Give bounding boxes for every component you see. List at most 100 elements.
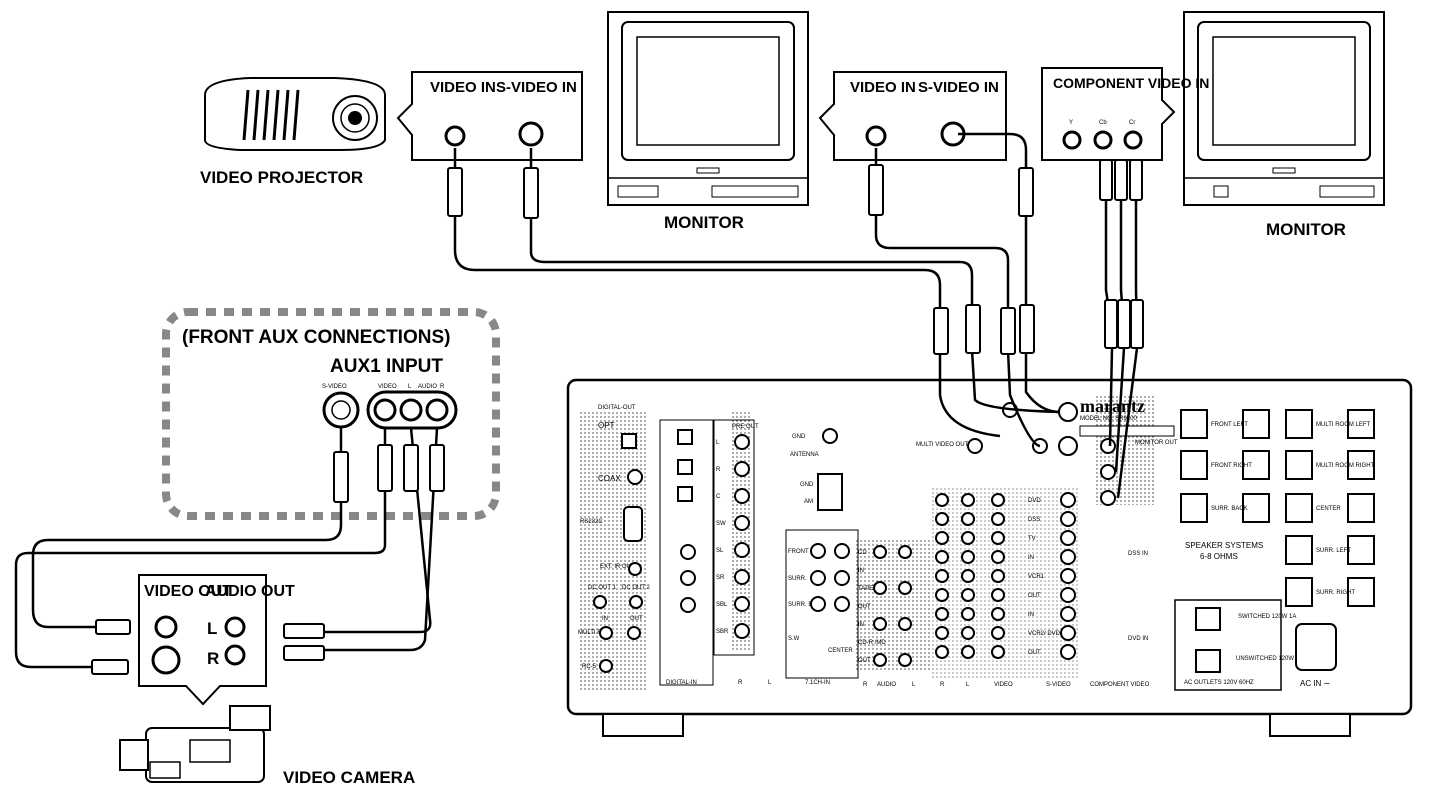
video-jack-2-1[interactable] (961, 531, 975, 545)
pre-out-c-jack[interactable] (734, 488, 750, 504)
speaker-terminal-pos-2[interactable] (1242, 493, 1270, 523)
speaker-terminal-pos-7[interactable] (1347, 577, 1375, 607)
switched-outlet[interactable] (1195, 607, 1221, 631)
camera-audio-l-jack[interactable] (224, 616, 246, 638)
audio-r-jack-4[interactable] (873, 617, 887, 631)
optical-out-port[interactable] (621, 433, 637, 449)
camera-video-jack[interactable] (154, 615, 178, 639)
video-jack-0-2[interactable] (991, 493, 1005, 507)
digital-in-coax-5[interactable] (680, 570, 696, 586)
monitor-out-cb-jack[interactable] (1100, 464, 1116, 480)
seven-one-r-jack-0[interactable] (810, 543, 826, 559)
video-jack-7-0[interactable] (935, 626, 949, 640)
aux-audio-r-jack[interactable] (425, 398, 449, 422)
speaker-terminal-pos-6[interactable] (1347, 535, 1375, 565)
projector-svideo-jack[interactable] (518, 121, 544, 147)
pre-out-r-jack[interactable] (734, 461, 750, 477)
svideo-jack-7[interactable] (1060, 625, 1076, 641)
svideo-jack-3[interactable] (1060, 549, 1076, 565)
video-jack-1-0[interactable] (935, 512, 949, 526)
video-jack-6-0[interactable] (935, 607, 949, 621)
video-jack-4-1[interactable] (961, 569, 975, 583)
seven-one-l-jack-0[interactable] (834, 543, 850, 559)
speaker-terminal-neg-0[interactable] (1180, 409, 1208, 439)
speaker-terminal-neg-6[interactable] (1285, 535, 1313, 565)
svideo-jack-0[interactable] (1060, 492, 1076, 508)
audio-l-jack-0[interactable] (898, 545, 912, 559)
svideo-jack-2[interactable] (1060, 530, 1076, 546)
speaker-terminal-pos-1[interactable] (1242, 450, 1270, 480)
speaker-terminal-neg-5[interactable] (1285, 493, 1313, 523)
video-jack-5-0[interactable] (935, 588, 949, 602)
seven-one-l-jack-1[interactable] (834, 570, 850, 586)
video-jack-4-2[interactable] (991, 569, 1005, 583)
speaker-terminal-pos-5[interactable] (1347, 493, 1375, 523)
pre-out-sl-jack[interactable] (734, 542, 750, 558)
video-jack-5-2[interactable] (991, 588, 1005, 602)
digital-in-opt-1[interactable] (677, 429, 693, 445)
aux-video-jack[interactable] (373, 398, 397, 422)
video-jack-8-0[interactable] (935, 645, 949, 659)
seven-one-r-jack-2[interactable] (810, 596, 826, 612)
video-jack-3-0[interactable] (935, 550, 949, 564)
pre-out-sr-jack[interactable] (734, 569, 750, 585)
video-jack-4-0[interactable] (935, 569, 949, 583)
rc5-jack[interactable] (599, 659, 613, 673)
speaker-terminal-pos-0[interactable] (1242, 409, 1270, 439)
pre-out-sbl-jack[interactable] (734, 596, 750, 612)
gnd-terminal[interactable] (822, 428, 838, 444)
monitor-left-video-jack[interactable] (865, 125, 887, 147)
am-antenna-terminal[interactable] (817, 473, 843, 511)
pre-out-l-jack[interactable] (734, 434, 750, 450)
seven-one-r-jack-1[interactable] (810, 570, 826, 586)
speaker-terminal-pos-4[interactable] (1347, 450, 1375, 480)
audio-r-jack-2[interactable] (873, 581, 887, 595)
digital-in-coax-4[interactable] (680, 544, 696, 560)
svideo-jack-1[interactable] (1060, 511, 1076, 527)
video-jack-1-2[interactable] (991, 512, 1005, 526)
digital-in-opt-2[interactable] (677, 459, 693, 475)
audio-r-jack-0[interactable] (873, 545, 887, 559)
dc-out-1-jack[interactable] (593, 595, 607, 609)
unswitched-outlet[interactable] (1195, 649, 1221, 673)
component-cb-jack[interactable] (1093, 130, 1113, 150)
video-jack-3-2[interactable] (991, 550, 1005, 564)
dc-out-2-jack[interactable] (629, 595, 643, 609)
ext-ir-out-jack[interactable] (628, 562, 642, 576)
monitor-out-svideo-2[interactable] (1058, 436, 1078, 456)
video-jack-6-1[interactable] (961, 607, 975, 621)
audio-l-jack-2[interactable] (898, 581, 912, 595)
video-jack-2-2[interactable] (991, 531, 1005, 545)
speaker-terminal-neg-7[interactable] (1285, 577, 1313, 607)
audio-l-jack-6[interactable] (898, 653, 912, 667)
camera-svideo-jack[interactable] (151, 645, 181, 675)
speaker-terminal-neg-4[interactable] (1285, 450, 1313, 480)
svideo-jack-8[interactable] (1060, 644, 1076, 660)
monitor-out-svideo-1[interactable] (1058, 402, 1078, 422)
svideo-jack-5[interactable] (1060, 587, 1076, 603)
pre-out-sbr-jack[interactable] (734, 623, 750, 639)
video-jack-5-1[interactable] (961, 588, 975, 602)
coax-out-jack[interactable] (627, 469, 643, 485)
video-jack-7-2[interactable] (991, 626, 1005, 640)
video-jack-0-1[interactable] (961, 493, 975, 507)
video-jack-6-2[interactable] (991, 607, 1005, 621)
digital-in-coax-6[interactable] (680, 597, 696, 613)
projector-video-jack[interactable] (444, 125, 466, 147)
multi-video-out-jack[interactable] (967, 438, 983, 454)
multi-rc-in-jack[interactable] (599, 626, 613, 640)
component-y-jack[interactable] (1062, 130, 1082, 150)
monitor-out-cr-jack[interactable] (1100, 490, 1116, 506)
svideo-jack-4[interactable] (1060, 568, 1076, 584)
monitor-out-y-jack[interactable] (1100, 438, 1116, 454)
video-jack-8-1[interactable] (961, 645, 975, 659)
video-jack-8-2[interactable] (991, 645, 1005, 659)
multi-rc-out-jack[interactable] (627, 626, 641, 640)
seven-one-l-jack-2[interactable] (834, 596, 850, 612)
speaker-terminal-pos-3[interactable] (1347, 409, 1375, 439)
video-jack-0-0[interactable] (935, 493, 949, 507)
speaker-terminal-neg-2[interactable] (1180, 493, 1208, 523)
audio-l-jack-4[interactable] (898, 617, 912, 631)
video-jack-1-1[interactable] (961, 512, 975, 526)
aux-audio-l-jack[interactable] (399, 398, 423, 422)
